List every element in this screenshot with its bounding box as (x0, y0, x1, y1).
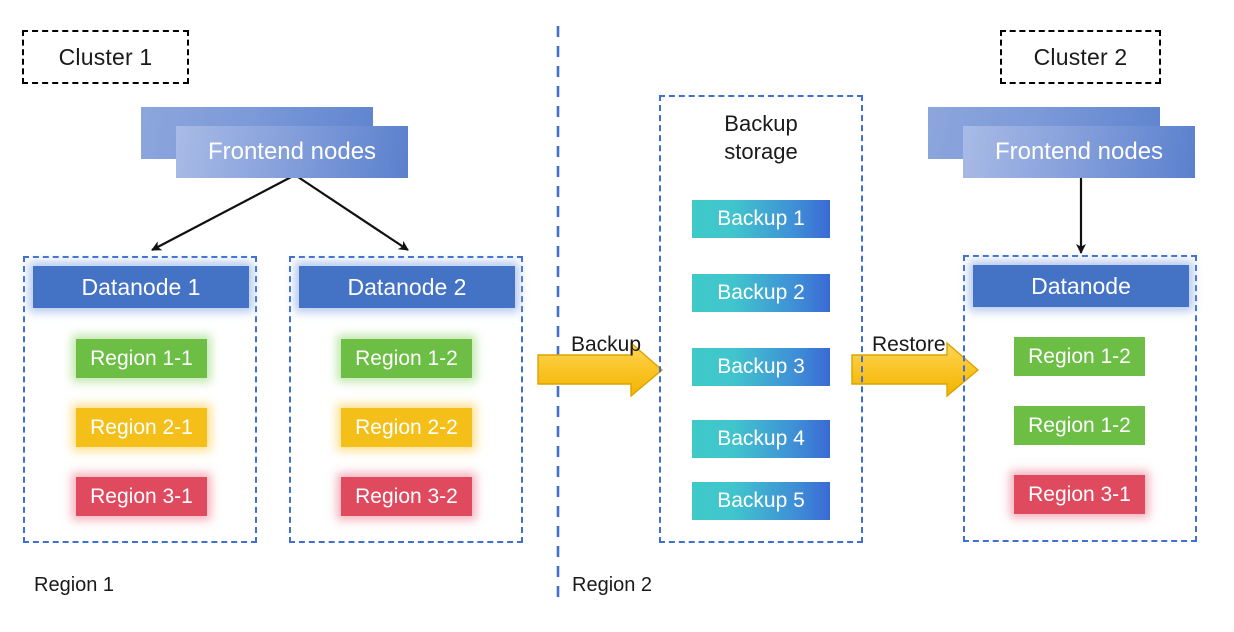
backup-chip-1-label: Backup 1 (717, 207, 805, 230)
cluster2-region-chip-1-label: Region 1-2 (1028, 344, 1131, 368)
cluster2-region-chip-1[interactable]: Region 1-2 (1014, 337, 1145, 376)
region1-caption: Region 1 (34, 574, 114, 597)
region-chip-1-2-label: Region 1-2 (355, 346, 458, 370)
backup-chip-1[interactable]: Backup 1 (692, 200, 830, 238)
cluster2-frontend-label: Frontend nodes (994, 138, 1164, 165)
backup-chip-3-label: Backup 3 (717, 355, 805, 378)
backup-chip-3[interactable]: Backup 3 (692, 348, 830, 386)
backup-flow-label-text: Backup (571, 333, 642, 356)
frontend-nodes2-front-plate: Frontend nodes (963, 126, 1195, 178)
backup-chip-5-label: Backup 5 (717, 489, 805, 512)
datanode2-container (289, 256, 523, 543)
cluster1-frontend-label: Frontend nodes (207, 138, 377, 165)
cluster1-title-label: Cluster 1 (58, 43, 153, 70)
datanode2-title: Datanode 2 (347, 273, 467, 300)
cluster2-region-chip-3-label: Region 3-1 (1028, 482, 1131, 506)
backup-storage-title: Backup storage (659, 110, 863, 165)
datanode1-container (23, 256, 257, 543)
region-chip-2-1[interactable]: Region 2-1 (76, 408, 207, 447)
region-chip-2-2-label: Region 2-2 (355, 415, 458, 439)
cluster2-region-chip-2[interactable]: Region 1-2 (1014, 406, 1145, 445)
backup-chip-4-label: Backup 4 (717, 427, 805, 450)
cluster2-frontend-nodes[interactable]: Frontend nodes (928, 107, 1198, 179)
region-chip-1-1[interactable]: Region 1-1 (76, 339, 207, 378)
backup-storage-title-line1: Backup (724, 111, 798, 136)
backup-storage-container (659, 95, 863, 543)
cluster2-datanode-container (963, 255, 1197, 542)
backup-storage-title-line2: storage (724, 138, 798, 164)
region2-caption: Region 2 (572, 574, 652, 597)
backup-chip-4[interactable]: Backup 4 (692, 420, 830, 458)
frontend-nodes-front-plate: Frontend nodes (176, 126, 408, 178)
cluster2-title-label: Cluster 2 (1033, 43, 1128, 70)
restore-flow-label: Restore (872, 333, 946, 357)
region-chip-1-2[interactable]: Region 1-2 (341, 339, 472, 378)
cluster2-title-chip: Cluster 2 (1000, 30, 1161, 84)
cluster1-title-chip: Cluster 1 (22, 30, 189, 84)
region-chip-1-1-label: Region 1-1 (90, 346, 193, 370)
datanode1-header[interactable]: Datanode 1 (33, 266, 249, 308)
cluster2-datanode-title: Datanode (1031, 272, 1131, 299)
frontend-to-datanode2-arrow (294, 174, 409, 251)
datanode2-header[interactable]: Datanode 2 (299, 266, 515, 308)
region2-caption-text: Region 2 (572, 574, 653, 596)
region-chip-3-1[interactable]: Region 3-1 (76, 477, 207, 516)
backup-chip-2[interactable]: Backup 2 (692, 274, 830, 312)
cluster1-frontend-nodes[interactable]: Frontend nodes (141, 107, 411, 179)
datanode1-title: Datanode 1 (81, 273, 201, 300)
region1-caption-text: Region 1 (34, 574, 115, 596)
backup-chip-5[interactable]: Backup 5 (692, 482, 830, 520)
region-chip-3-2[interactable]: Region 3-2 (341, 477, 472, 516)
region-chip-2-1-label: Region 2-1 (90, 415, 193, 439)
cluster2-datanode-header[interactable]: Datanode (973, 265, 1189, 307)
frontend-to-datanode1-arrow (151, 174, 296, 251)
restore-flow-label-text: Restore (872, 333, 946, 356)
backup-flow-label: Backup (571, 333, 641, 357)
region-chip-3-1-label: Region 3-1 (90, 484, 193, 508)
backup-chip-2-label: Backup 2 (717, 281, 805, 304)
cluster2-region-chip-3[interactable]: Region 3-1 (1014, 475, 1145, 514)
cluster2-region-chip-2-label: Region 1-2 (1028, 413, 1131, 437)
region-chip-2-2[interactable]: Region 2-2 (341, 408, 472, 447)
region-chip-3-2-label: Region 3-2 (355, 484, 458, 508)
